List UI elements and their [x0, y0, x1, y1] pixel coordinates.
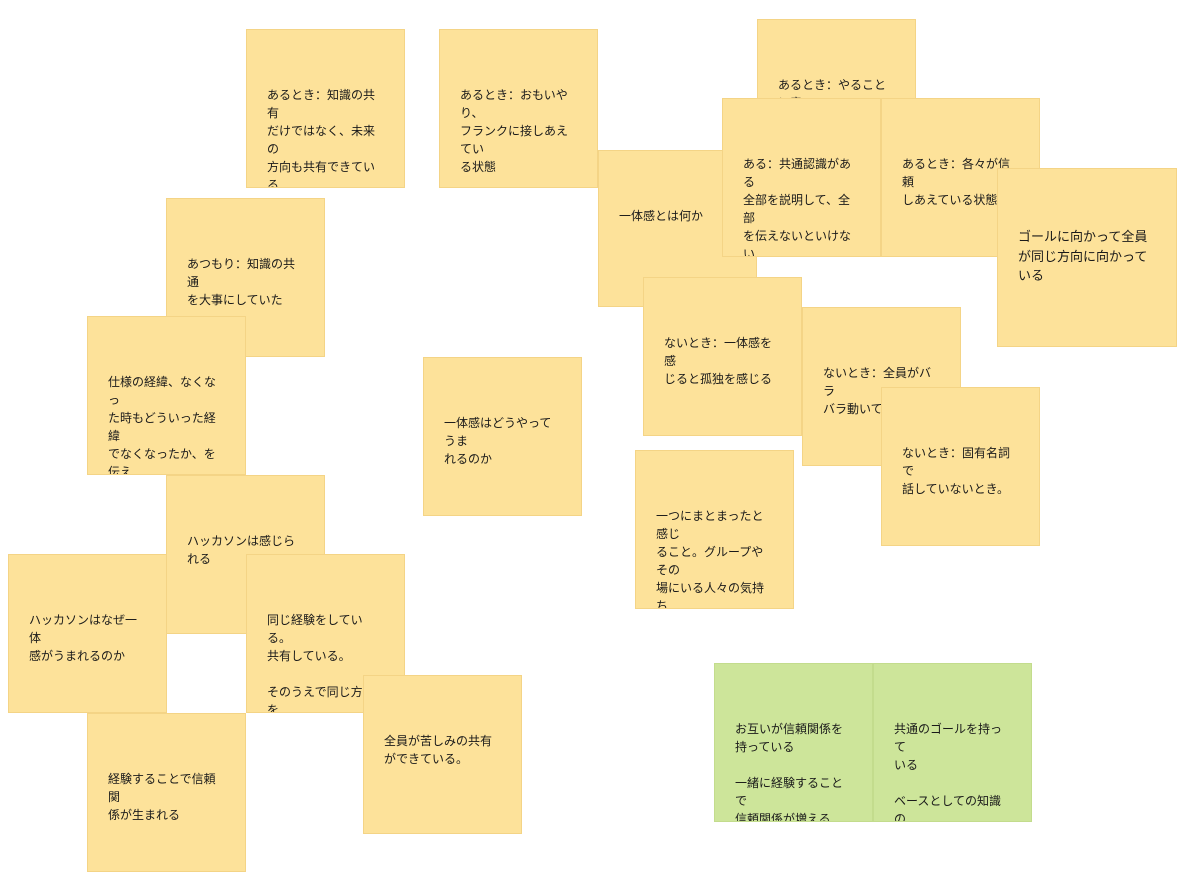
sticky-note-text: あるとき：各々が信頼 しあえている状態: [902, 157, 1011, 207]
sticky-note-text: 一体感はどうやってうま れるのか: [444, 416, 552, 466]
sticky-note[interactable]: 全員が苦しみの共有 ができている。: [363, 675, 522, 834]
sticky-note-text: 仕様の経緯、なくなっ た時もどういった経緯 でなくなったか、を伝え ることが大切: [108, 375, 217, 475]
sticky-note-text: ゴールに向かって全員 が同じ方向に向かって いる: [1018, 230, 1148, 284]
sticky-note[interactable]: 一つにまとまったと感じ ること。グループやその 場にいる人々の気持ち や考えが一…: [635, 450, 794, 609]
sticky-note-text: ハッカソンは感じられる: [187, 534, 296, 566]
sticky-note-text: お互いが信頼関係を 持っている 一緒に経験することで 信頼関係が増える: [735, 722, 844, 822]
sticky-note[interactable]: ある：共通認識があ る 全部を説明して、全部 を伝えないといけない: [722, 98, 881, 257]
sticky-note-text: 一体感とは何か: [619, 209, 704, 223]
sticky-note-text: ないとき：固有名詞で 話していないとき。: [902, 446, 1011, 496]
sticky-note-text: あるとき：おもいやり、 フランクに接しあえてい る状態: [460, 88, 569, 174]
sticky-note[interactable]: 仕様の経緯、なくなっ た時もどういった経緯 でなくなったか、を伝え ることが大切: [87, 316, 246, 475]
sticky-note-text: あるとき：知識の共有 だけではなく、未来の 方向も共有できている: [267, 88, 376, 188]
sticky-note-text: 一つにまとまったと感じ ること。グループやその 場にいる人々の気持ち や考えが一…: [656, 509, 765, 609]
sticky-note-green[interactable]: お互いが信頼関係を 持っている 一緒に経験することで 信頼関係が増える: [714, 663, 873, 822]
sticky-note-text: 経験することで信頼関 係が生まれる: [108, 772, 216, 822]
sticky-note-text: 全員が苦しみの共有 ができている。: [384, 734, 493, 766]
sticky-note-text: ある：共通認識があ る 全部を説明して、全部 を伝えないといけない: [743, 157, 852, 257]
sticky-note-text: ハッカソンはなぜ一体 感がうまれるのか: [29, 613, 138, 663]
sticky-note[interactable]: ゴールに向かって全員 が同じ方向に向かって いる: [997, 168, 1177, 347]
sticky-note-text: 共通のゴールを持って いる ベースとしての知識の 共有は大切: [894, 722, 1003, 822]
sticky-note[interactable]: あるとき：知識の共有 だけではなく、未来の 方向も共有できている: [246, 29, 405, 188]
sticky-note[interactable]: ないとき：一体感を感 じると孤独を感じる: [643, 277, 802, 436]
sticky-note-green[interactable]: 共通のゴールを持って いる ベースとしての知識の 共有は大切: [873, 663, 1032, 822]
sticky-note[interactable]: ハッカソンはなぜ一体 感がうまれるのか: [8, 554, 167, 713]
sticky-note-text: ないとき：一体感を感 じると孤独を感じる: [664, 336, 773, 386]
sticky-note[interactable]: 経験することで信頼関 係が生まれる: [87, 713, 246, 872]
sticky-note[interactable]: 一体感はどうやってうま れるのか: [423, 357, 582, 516]
sticky-note-text: 同じ経験をしている。 共有している。 そのうえで同じ方向を 目指している。 ハッ…: [267, 613, 375, 713]
sticky-note[interactable]: あるとき：おもいやり、 フランクに接しあえてい る状態: [439, 29, 598, 188]
sticky-note-text: あつもり：知識の共通 を大事にしていた: [187, 257, 296, 307]
sticky-note[interactable]: ないとき：固有名詞で 話していないとき。: [881, 387, 1040, 546]
